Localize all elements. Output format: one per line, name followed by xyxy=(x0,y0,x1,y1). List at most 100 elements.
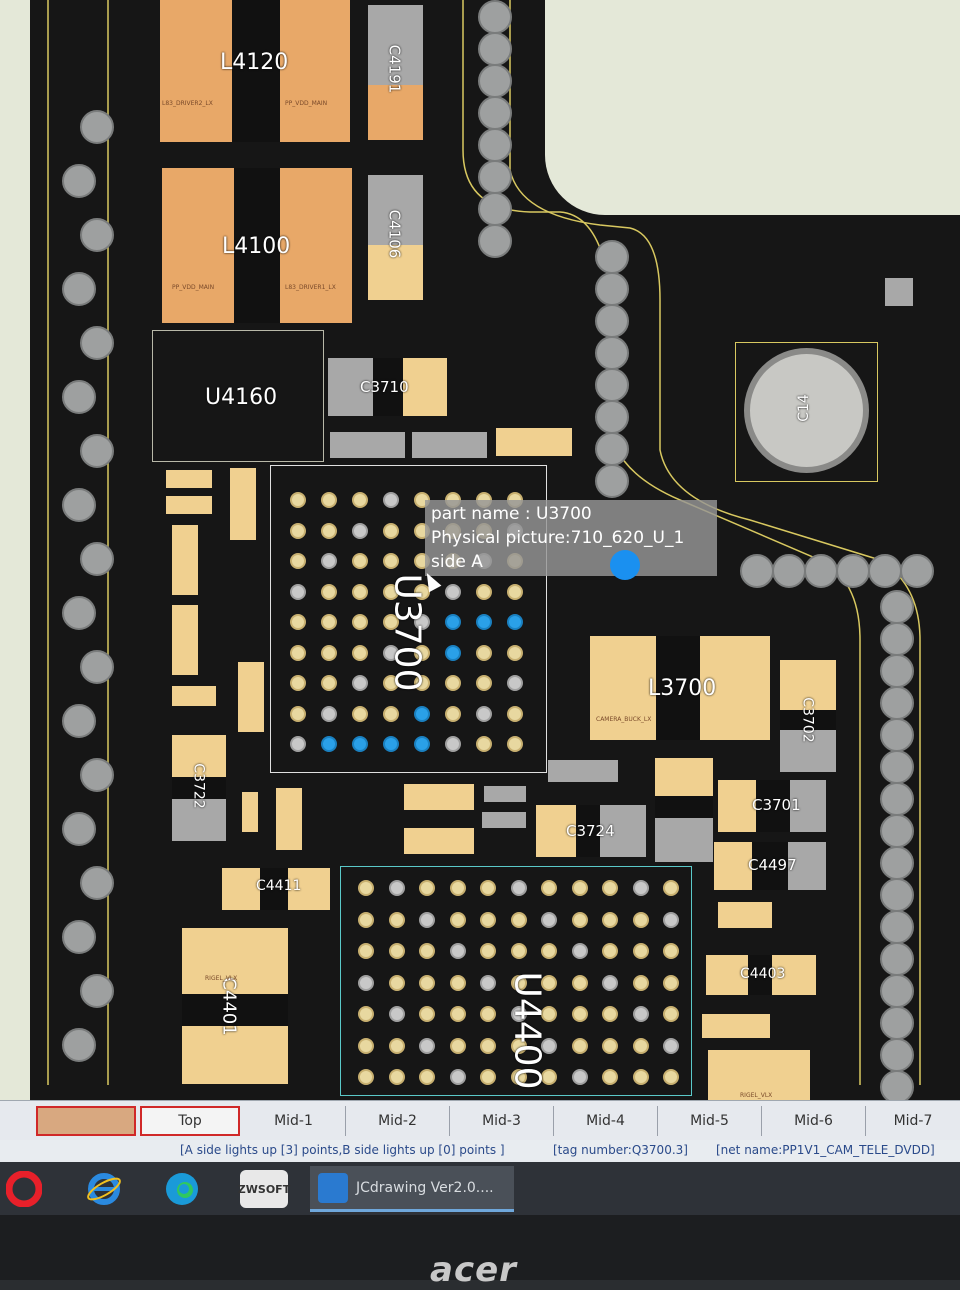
cap-3707[interactable] xyxy=(172,686,216,706)
bga-ball[interactable] xyxy=(507,705,523,722)
bga-ball[interactable] xyxy=(510,974,527,991)
bga-ball[interactable] xyxy=(290,736,306,752)
bga-ball[interactable] xyxy=(321,736,337,752)
rigel-vlx-pad[interactable] xyxy=(708,1050,810,1100)
bga-ball[interactable] xyxy=(388,974,405,991)
c3710-pad-2[interactable] xyxy=(328,358,373,416)
bga-ball[interactable] xyxy=(602,911,618,928)
cap-3714[interactable] xyxy=(330,432,405,458)
bga-ball[interactable] xyxy=(321,705,337,722)
bga-ball[interactable] xyxy=(571,880,588,896)
bga-ball[interactable] xyxy=(321,583,337,600)
bga-ball[interactable] xyxy=(383,553,399,569)
bga-ball[interactable] xyxy=(388,1006,405,1022)
bga-ball[interactable] xyxy=(510,1006,527,1022)
bga-ball[interactable] xyxy=(388,911,405,928)
bga-ball[interactable] xyxy=(507,644,523,661)
bga-ball[interactable] xyxy=(321,675,337,691)
cap-4491[interactable] xyxy=(718,902,772,928)
zwsoft-icon[interactable]: ZWSOFT xyxy=(238,1170,290,1208)
bga-ball[interactable] xyxy=(388,1037,405,1054)
cap-4492[interactable] xyxy=(702,1014,770,1038)
bga-ball[interactable] xyxy=(476,675,492,691)
bga-ball[interactable] xyxy=(352,583,368,600)
bga-ball[interactable] xyxy=(480,943,496,959)
bga-ball[interactable] xyxy=(663,943,679,959)
bga-ball[interactable] xyxy=(476,644,492,661)
bga-ball[interactable] xyxy=(476,583,492,600)
bga-ball[interactable] xyxy=(383,614,399,630)
cap-3726[interactable] xyxy=(484,786,526,802)
tab-mid-5[interactable]: Mid-5 xyxy=(658,1106,762,1136)
tab-top[interactable]: Top xyxy=(140,1106,240,1136)
bga-ball[interactable] xyxy=(352,705,368,722)
bga-ball[interactable] xyxy=(321,614,337,630)
bga-ball[interactable] xyxy=(507,736,523,752)
bga-ball[interactable] xyxy=(383,583,399,600)
bga-ball[interactable] xyxy=(541,974,557,991)
bga-ball[interactable] xyxy=(383,736,399,752)
cap-3729[interactable] xyxy=(242,792,258,832)
bga-ball[interactable] xyxy=(632,1006,649,1022)
bga-ball[interactable] xyxy=(414,644,430,661)
c3724-pad-2[interactable] xyxy=(600,805,646,857)
c3710-pad-1[interactable] xyxy=(403,358,447,416)
bga-ball[interactable] xyxy=(663,911,679,928)
bga-ball[interactable] xyxy=(449,880,466,896)
c3702-pad-1[interactable] xyxy=(780,660,836,710)
bga-ball[interactable] xyxy=(449,974,466,991)
bga-ball[interactable] xyxy=(476,614,492,630)
c4191-pad-bottom[interactable] xyxy=(368,85,423,140)
c3724-pad-1[interactable] xyxy=(536,805,576,857)
bga-ball[interactable] xyxy=(414,614,430,630)
bga-ball[interactable] xyxy=(445,614,461,630)
l4120-pad-1[interactable] xyxy=(280,0,350,142)
c4191-pad-top[interactable] xyxy=(368,5,423,85)
internet-explorer-icon[interactable] xyxy=(82,1170,126,1208)
bga-ball[interactable] xyxy=(602,974,618,991)
bga-ball[interactable] xyxy=(663,880,679,896)
c3722-pad-2[interactable] xyxy=(172,799,226,841)
bga-ball[interactable] xyxy=(507,583,523,600)
bga-ball[interactable] xyxy=(358,880,374,896)
bga-ball[interactable] xyxy=(358,911,374,928)
cap-3723[interactable] xyxy=(548,760,618,782)
l4100-pad-2[interactable] xyxy=(280,168,352,323)
bga-ball[interactable] xyxy=(632,880,649,896)
bga-ball[interactable] xyxy=(388,880,405,896)
bga-ball[interactable] xyxy=(510,1037,527,1054)
cap-3723-v-pad2[interactable] xyxy=(655,818,713,862)
bga-ball[interactable] xyxy=(414,583,430,600)
cap-3715[interactable] xyxy=(412,432,487,458)
l3700-pad-2[interactable] xyxy=(700,636,770,740)
bga-ball[interactable] xyxy=(602,880,618,896)
bga-ball[interactable] xyxy=(358,1006,374,1022)
test-pad[interactable] xyxy=(885,278,913,306)
bga-ball[interactable] xyxy=(541,1037,557,1054)
bga-ball[interactable] xyxy=(419,1069,435,1085)
bga-ball[interactable] xyxy=(290,675,306,691)
bga-ball[interactable] xyxy=(383,492,399,508)
bga-ball[interactable] xyxy=(388,943,405,959)
bga-ball[interactable] xyxy=(321,553,337,569)
bga-ball[interactable] xyxy=(290,583,306,600)
bga-ball[interactable] xyxy=(632,943,649,959)
bga-ball[interactable] xyxy=(290,705,306,722)
bga-ball[interactable] xyxy=(414,675,430,691)
c4403-pad-2[interactable] xyxy=(706,955,748,995)
highlighted-test-point[interactable] xyxy=(610,550,640,580)
bga-ball[interactable] xyxy=(602,1037,618,1054)
bga-ball[interactable] xyxy=(358,1037,374,1054)
bga-ball[interactable] xyxy=(571,1006,588,1022)
cap-3723-v[interactable] xyxy=(655,758,713,796)
bga-ball[interactable] xyxy=(445,705,461,722)
c4411-pad-2[interactable] xyxy=(288,868,330,910)
bga-ball[interactable] xyxy=(419,911,435,928)
bga-ball[interactable] xyxy=(419,974,435,991)
bga-ball[interactable] xyxy=(510,880,527,896)
bga-ball[interactable] xyxy=(414,705,430,722)
bga-ball[interactable] xyxy=(541,1006,557,1022)
opera-icon[interactable] xyxy=(2,1170,46,1208)
tab-mid-7[interactable]: Mid-7 xyxy=(893,1113,933,1129)
bga-ball[interactable] xyxy=(541,1069,557,1085)
